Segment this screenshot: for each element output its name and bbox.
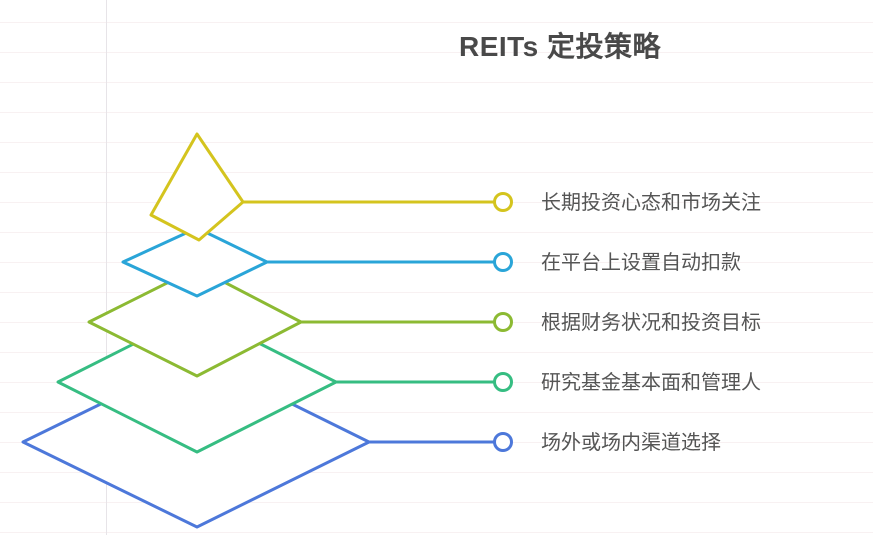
pyramid-level-4: 研究基金基本面和管理人: [56, 310, 761, 454]
leader-dot-3: [493, 312, 513, 332]
pyramid-diamond-3: [87, 266, 303, 378]
pyramid-level-2: 在平台上设置自动扣款: [121, 226, 741, 298]
pyramid-diamond-4: [56, 310, 338, 454]
level-label-1: 长期投资心态和市场关注: [541, 191, 761, 214]
pyramid-diamond-1: [149, 132, 245, 242]
level-label-4: 研究基金基本面和管理人: [541, 371, 761, 394]
pyramid-level-1: 长期投资心态和市场关注: [149, 132, 761, 242]
leader-dot-1: [493, 192, 513, 212]
level-label-2: 在平台上设置自动扣款: [541, 251, 741, 274]
level-label-3: 根据财务状况和投资目标: [541, 311, 761, 334]
pyramid-level-3: 根据财务状况和投资目标: [87, 266, 761, 378]
pyramid-diamond-2: [121, 226, 269, 298]
leader-dot-2: [493, 252, 513, 272]
leader-dot-4: [493, 372, 513, 392]
chart-title: REITs 定投策略: [458, 31, 662, 62]
leader-dot-5: [493, 432, 513, 452]
level-label-5: 场外或场内渠道选择: [541, 431, 721, 454]
